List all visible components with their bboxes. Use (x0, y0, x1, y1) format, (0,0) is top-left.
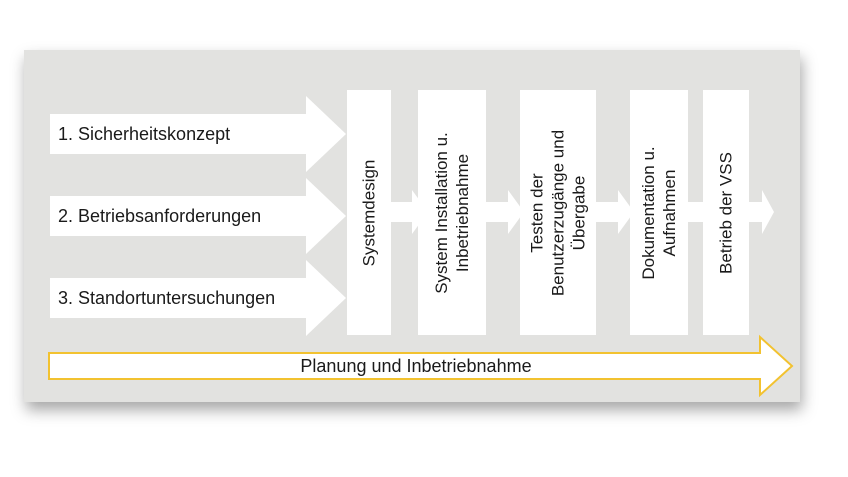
step-box-dokumentation: Dokumentation u. Aufnahmen (630, 90, 688, 335)
step-box-systemdesign: Systemdesign (347, 90, 391, 335)
step-4-line-2: Aufnahmen (660, 169, 679, 256)
connector-arrow-5 (746, 190, 786, 234)
connector-arrow-2 (484, 190, 524, 234)
input-arrow-2: 2. Betriebsanforderungen (50, 178, 346, 254)
phase-arrow: Planung und Inbetriebnahme (46, 333, 796, 399)
step-box-testen: Testen der Benutzerzugänge und Übergabe (520, 90, 596, 335)
phase-arrow-shape (48, 334, 794, 398)
step-2-line-1: System Installation u. (432, 131, 451, 294)
step-1-line-1: Systemdesign (359, 159, 379, 266)
input-arrow-1: 1. Sicherheitskonzept (50, 96, 346, 172)
step-5-line-1: Betrieb der VSS (716, 151, 736, 274)
input-arrow-3-shape (50, 260, 346, 336)
connector-arrow-5-shape (746, 190, 774, 234)
connector-arrow-3 (594, 190, 634, 234)
step-label-dokumentation: Dokumentation u. Aufnahmen (638, 146, 680, 279)
step-3-line-2: Benutzerzugänge und (548, 129, 568, 296)
step-label-installation: System Installation u. Inbetriebnahme (431, 132, 473, 294)
step-box-installation: System Installation u. Inbetriebnahme (418, 90, 486, 335)
step-3-line-1: Testen der (527, 172, 547, 253)
input-label-2: 2. Betriebsanforderungen (58, 206, 262, 226)
input-label-1: 1. Sicherheitskonzept (58, 124, 231, 144)
connector-arrow-3-shape (594, 190, 634, 234)
step-3-line-3: Übergabe (569, 175, 589, 250)
connector-arrow-2-shape (484, 190, 524, 234)
step-label-betrieb: Betrieb der VSS (716, 152, 737, 274)
step-box-betrieb: Betrieb der VSS (703, 90, 749, 335)
phase-label: Planung und Inbetriebnahme (300, 356, 532, 376)
input-arrow-3: 3. Standortuntersuchungen (50, 260, 346, 336)
step-label-testen: Testen der Benutzerzugänge und Übergabe (527, 129, 590, 295)
input-arrow-1-shape (50, 96, 346, 172)
input-arrow-2-shape (50, 178, 346, 254)
step-4-line-1: Dokumentation u. (639, 145, 658, 280)
input-label-3: 3. Standortuntersuchungen (58, 288, 276, 308)
step-label-systemdesign: Systemdesign (359, 159, 380, 266)
step-2-line-2: Inbetriebnahme (453, 153, 472, 272)
